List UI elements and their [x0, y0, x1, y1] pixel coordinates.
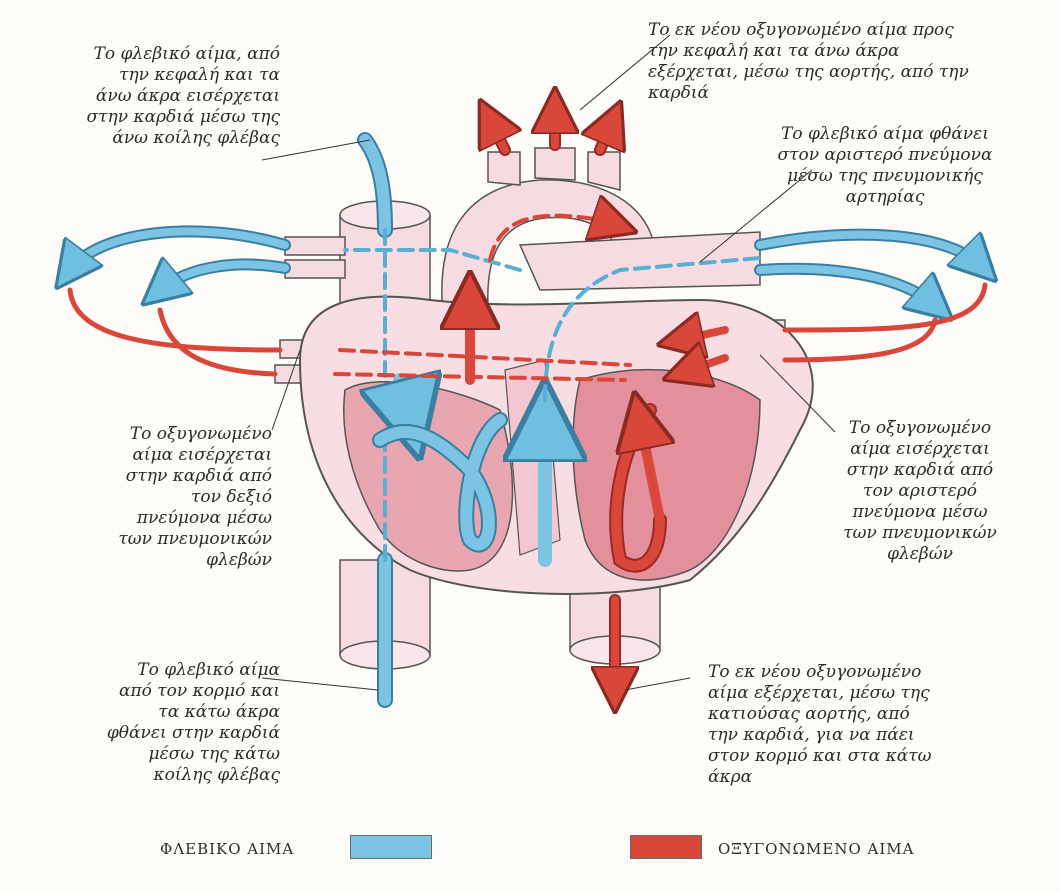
- legend-venous-label: ΦΛΕΒΙΚΟ ΑΙΜΑ: [160, 840, 294, 858]
- label-descending-aorta: Το εκ νέου οξυγονωμένο αίμα εξέρχεται, μ…: [708, 662, 978, 788]
- legend-oxygenated-label: ΟΞΥΓΟΝΩΜΕΝΟ ΑΙΜΑ: [718, 840, 914, 858]
- label-pulmonary-artery: Το φλεβικό αίμα φθάνει στον αριστερό πνε…: [765, 124, 1005, 208]
- left-ventricle: [573, 370, 760, 580]
- legend-oxygenated-swatch: [630, 835, 702, 859]
- label-aorta-top: Το εκ νέου οξυγονωμένο αίμα προς την κεφ…: [648, 20, 1028, 104]
- label-right-pulmonary-veins: Το οξυγονωμένο αίμα εισέρχεται στην καρδ…: [40, 424, 272, 571]
- label-superior-vena-cava: Το φλεβικό αίμα, από την κεφαλή και τα ά…: [15, 44, 280, 149]
- label-inferior-vena-cava: Το φλεβικό αίμα από τον κορμό και τα κάτ…: [30, 660, 280, 786]
- legend-venous-swatch: [350, 835, 432, 859]
- label-left-pulmonary-veins: Το οξυγονωμένο αίμα εισέρχεται στην καρδ…: [820, 418, 1020, 565]
